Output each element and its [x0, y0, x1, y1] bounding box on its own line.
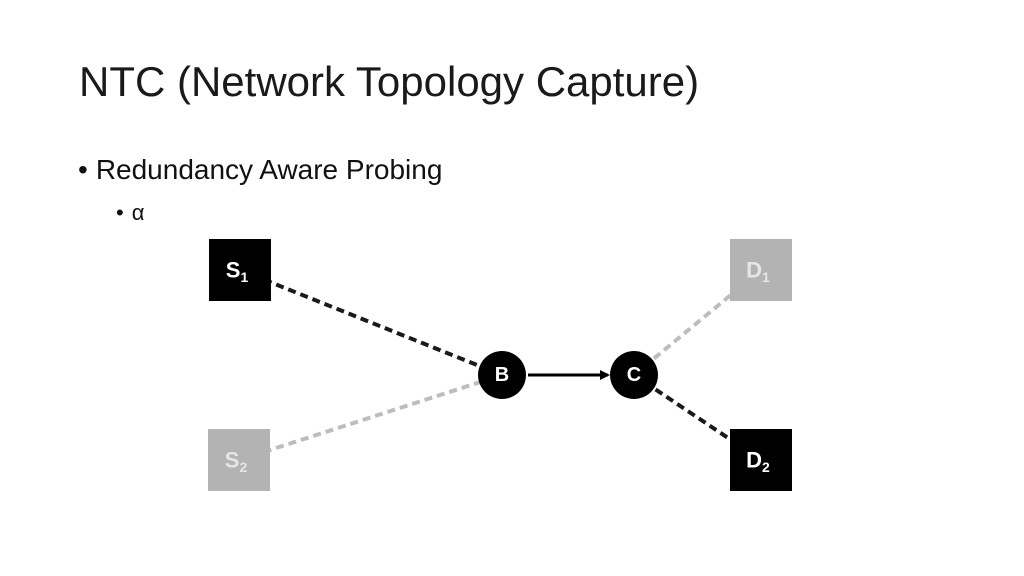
node-shape-d1 — [730, 239, 792, 301]
bullet-marker-sub: • — [116, 200, 124, 225]
node-shape-s2 — [208, 429, 270, 491]
node-c: C — [610, 351, 658, 399]
node-shape-d2 — [730, 429, 792, 491]
bullet-item-level-2: • α — [116, 200, 144, 226]
node-label-b: B — [495, 364, 509, 386]
bullet-marker: • — [78, 154, 88, 185]
node-d1: D1 — [730, 239, 792, 301]
bullet-text-sub: α — [131, 200, 145, 225]
node-label-c: C — [627, 364, 641, 386]
slide-title: NTC (Network Topology Capture) — [79, 58, 700, 105]
node-d2: D2 — [730, 429, 792, 491]
node-shape-b — [478, 351, 526, 399]
node-shape-c — [610, 351, 658, 399]
bullet-item-level-1: • Redundancy Aware Probing — [78, 154, 442, 186]
edge-s2-b — [238, 373, 503, 462]
edge-s1-b — [239, 268, 503, 377]
bullet-list: • Redundancy Aware Probing • α — [78, 154, 442, 225]
node-shape-s1 — [209, 239, 271, 301]
node-s1: S1 — [209, 239, 271, 301]
node-s2: S2 — [208, 429, 270, 491]
bullet-text: Redundancy Aware Probing — [95, 154, 443, 185]
node-b: B — [478, 351, 526, 399]
